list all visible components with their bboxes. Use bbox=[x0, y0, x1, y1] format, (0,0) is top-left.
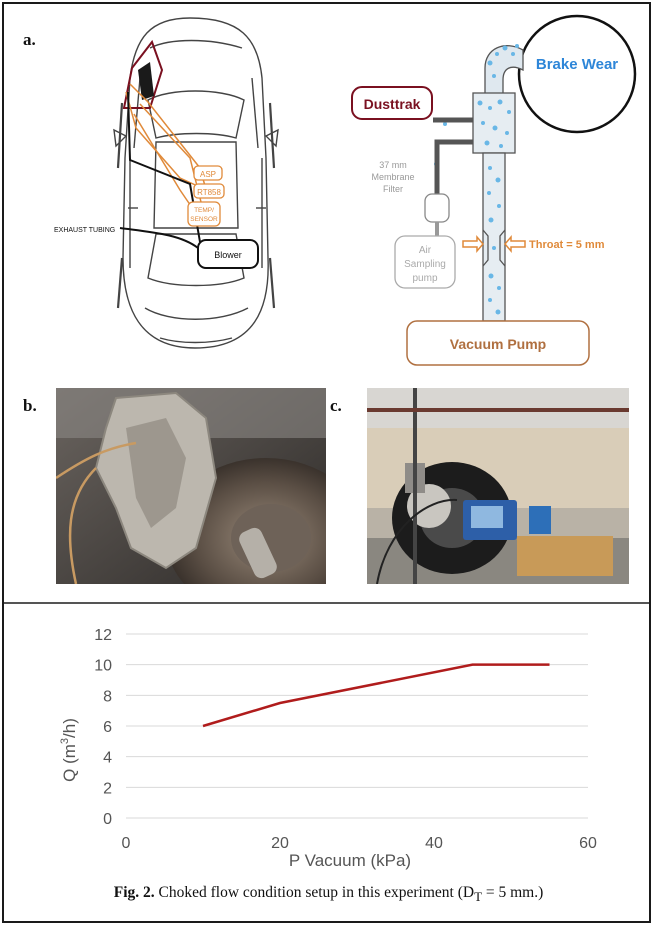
y-tick-label: 8 bbox=[103, 688, 112, 705]
caption-text: Choked flow condition setup in this expe… bbox=[154, 884, 475, 901]
x-tick-label: 60 bbox=[579, 835, 597, 852]
temp-label-line1: TEMP/ bbox=[194, 207, 214, 214]
y-tick-label: 6 bbox=[103, 719, 112, 736]
series-line bbox=[202, 663, 550, 728]
x-tick-label: 20 bbox=[271, 835, 289, 852]
air-pump-label-line2: Sampling bbox=[404, 259, 446, 270]
figure-caption: Fig. 2. Choked flow condition setup in t… bbox=[0, 884, 657, 905]
filter-label-line3: Filter bbox=[383, 184, 403, 194]
vacuum-pump-label: Vacuum Pump bbox=[450, 336, 546, 352]
caption-subscript: T bbox=[474, 889, 482, 905]
x-tick-label: 0 bbox=[122, 835, 131, 852]
air-pump-label-line1: Air bbox=[419, 245, 432, 256]
caption-fig-number: Fig. 2. bbox=[113, 884, 155, 901]
test-setup-photo bbox=[367, 388, 629, 584]
x-axis-label: P Vacuum (kPa) bbox=[289, 851, 411, 870]
air-pump-label-line3: pump bbox=[412, 273, 437, 284]
throat-label: Throat = 5 mm bbox=[529, 239, 605, 251]
car-diagram: ASP RT858 TEMP/ SENSOR Blower EXHAUST TU… bbox=[54, 17, 279, 349]
brake-wear-label: Brake Wear bbox=[536, 56, 618, 73]
brake-caliper-photo bbox=[56, 388, 326, 584]
filter-label-line1: 37 mm bbox=[379, 160, 407, 170]
y-tick-label: 4 bbox=[103, 750, 112, 767]
x-tick-label: 40 bbox=[425, 835, 443, 852]
panel-divider bbox=[4, 602, 649, 604]
dusttrak-label: Dusttrak bbox=[364, 96, 421, 112]
sampling-schematic: Brake Wear Throat = 5 mm Dusttrak 37 mm … bbox=[351, 14, 637, 366]
blower-label: Blower bbox=[214, 250, 242, 260]
rt858-label: RT858 bbox=[197, 188, 221, 197]
panel-c-label: c. bbox=[330, 396, 342, 415]
y-tick-label: 0 bbox=[103, 811, 112, 828]
y-tick-label: 12 bbox=[94, 627, 112, 644]
choked-flow-chart: 0 2 4 6 8 10 12 0 20 40 60 P Vacuum (kPa) Q (m3/h… bbox=[60, 627, 597, 870]
y-axis-label: Q (m3/h) bbox=[60, 718, 79, 782]
caption-text-end: = 5 mm.) bbox=[481, 884, 544, 901]
asp-label: ASP bbox=[200, 170, 216, 179]
y-tick-label: 2 bbox=[103, 780, 112, 797]
y-tick-label: 10 bbox=[94, 658, 112, 675]
panel-a-label: a. bbox=[23, 30, 36, 49]
panel-b-label: b. bbox=[23, 396, 37, 415]
filter-label-line2: Membrane bbox=[371, 172, 414, 182]
temp-label-line2: SENSOR bbox=[190, 216, 218, 223]
exhaust-tubing-label: EXHAUST TUBING bbox=[54, 227, 115, 234]
